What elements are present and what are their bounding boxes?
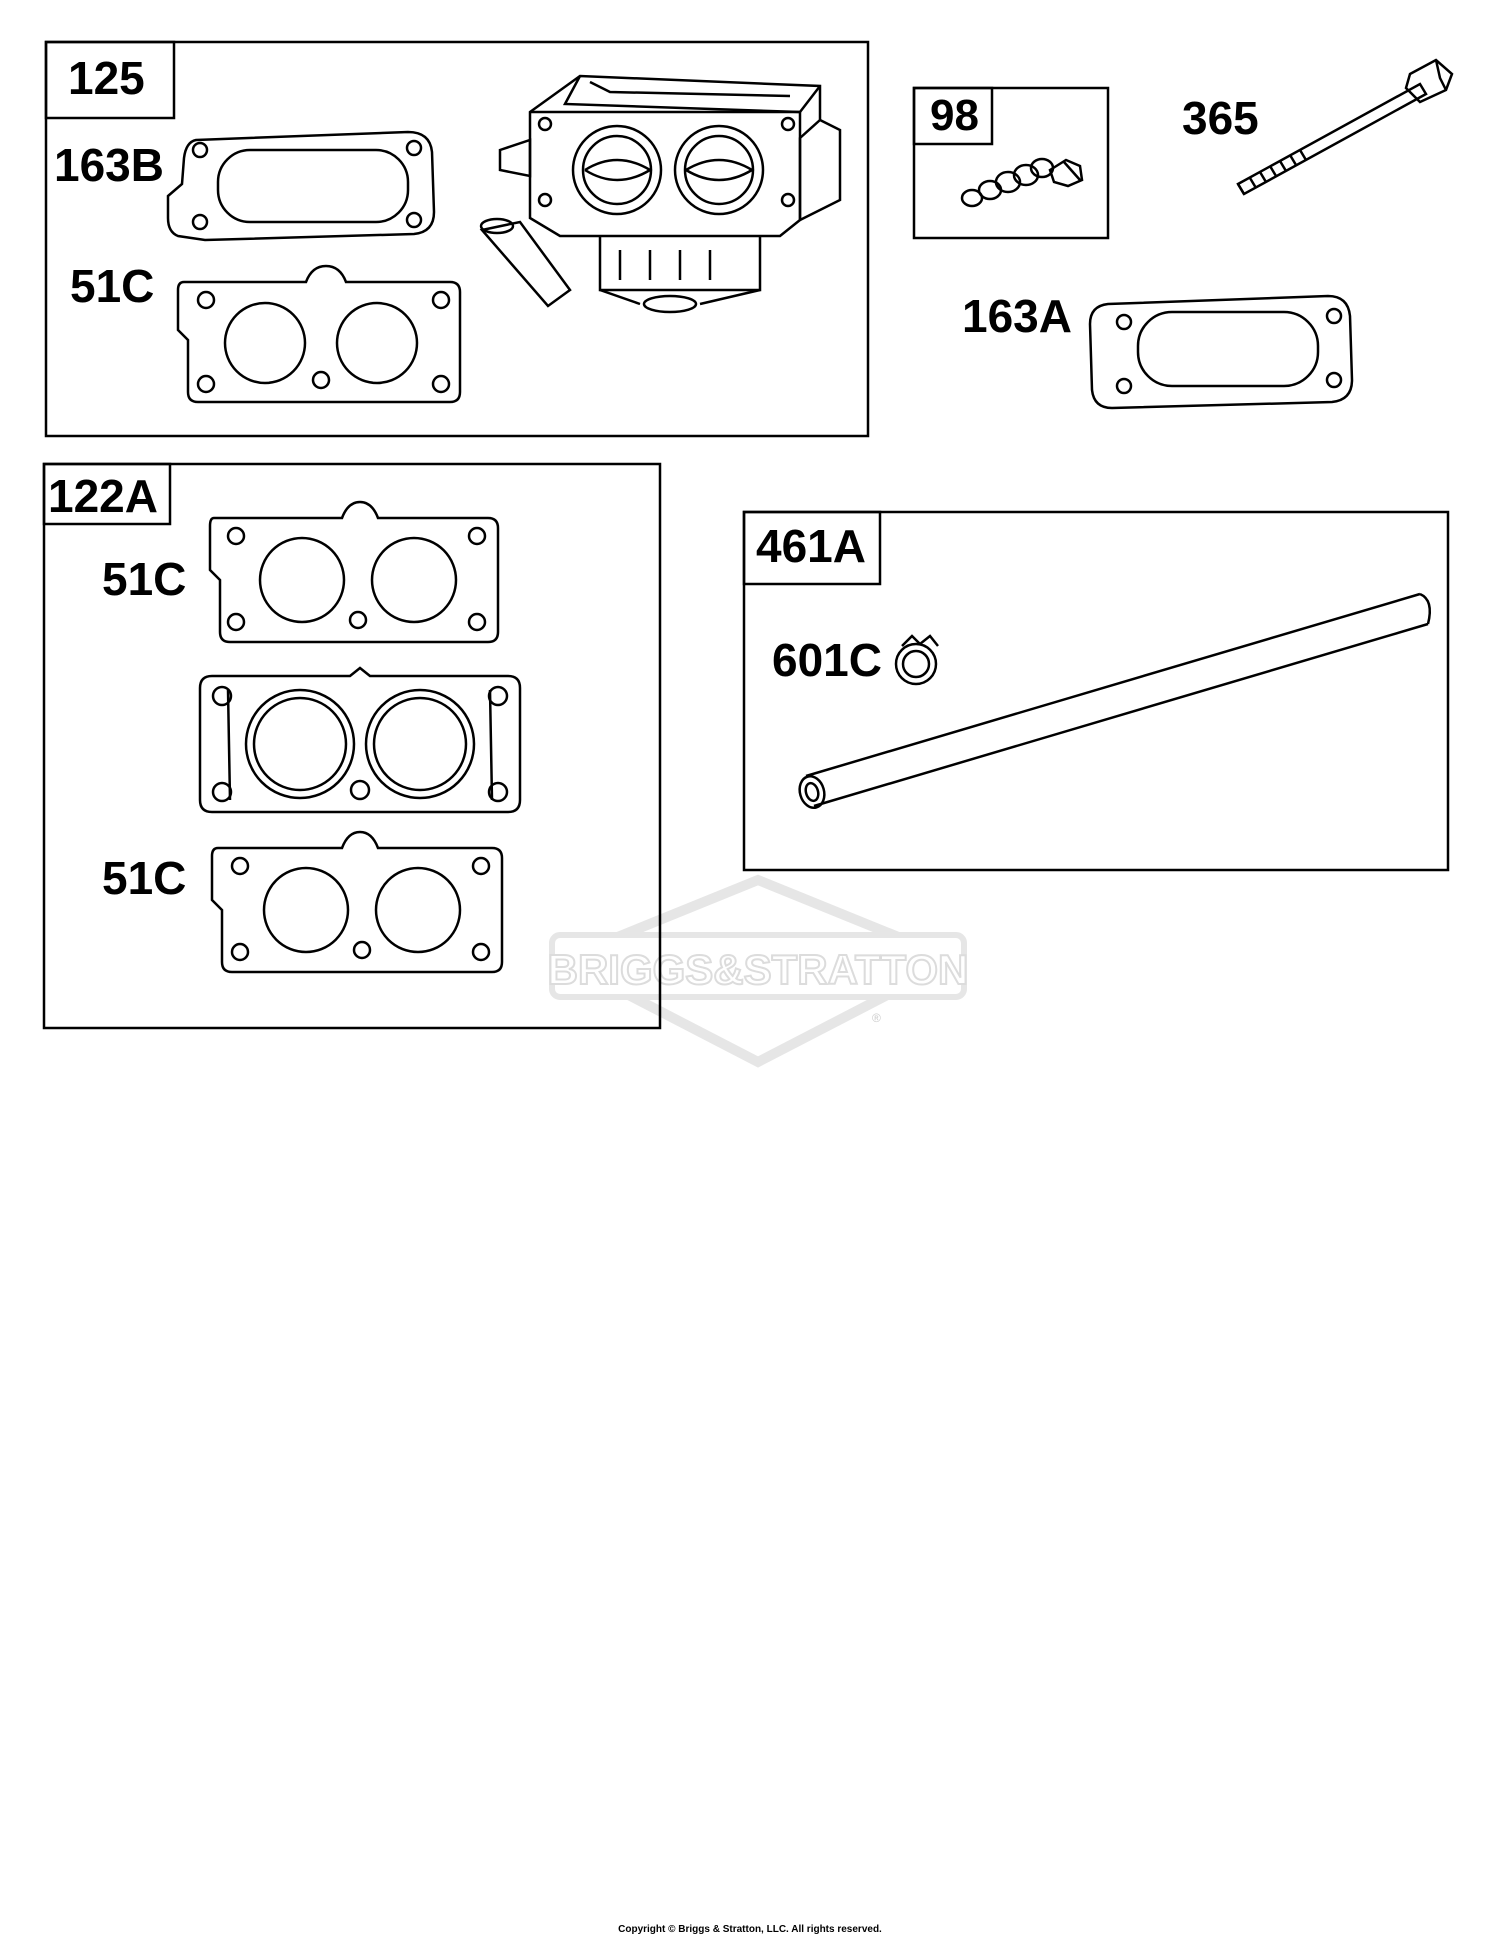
gasket-51c-top	[176, 264, 462, 404]
group-label-125: 125	[68, 52, 145, 104]
gasket-51c-middle	[208, 500, 500, 644]
callout-163b: 163B	[54, 139, 164, 191]
throttle-body	[479, 74, 842, 314]
group-122a	[42, 462, 662, 1030]
spring-screw-98	[960, 157, 1084, 208]
group-label-98: 98	[930, 91, 979, 140]
copyright-notice: Copyright © Briggs & Stratton, LLC. All …	[618, 1924, 882, 1935]
callout-51c-middle: 51C	[102, 553, 186, 605]
group-98	[912, 86, 1110, 240]
fuel-hose-461a	[798, 592, 1431, 809]
group-label-461a: 461A	[756, 520, 866, 572]
callout-51c-bottom: 51C	[102, 852, 186, 904]
gasket-163a	[1088, 294, 1354, 410]
group-label-122a: 122A	[48, 470, 158, 522]
gasket-51c-bottom	[210, 830, 504, 974]
group-125	[44, 40, 870, 438]
hose-clamp-601c	[894, 634, 939, 686]
intake-spacer	[198, 666, 522, 814]
callout-163a: 163A	[962, 290, 1072, 342]
callout-601c: 601C	[772, 634, 882, 686]
bolt-365	[1236, 58, 1454, 196]
briggs-stratton-watermark: BRIGGS&STRATTON ®	[547, 874, 969, 1068]
callout-365: 365	[1182, 92, 1259, 144]
gasket-163b	[166, 130, 436, 242]
group-461a	[742, 510, 1450, 872]
watermark-registered-mark: ®	[872, 1011, 881, 1025]
watermark-text: BRIGGS&STRATTON	[548, 946, 969, 993]
callout-51c-top: 51C	[70, 260, 154, 312]
